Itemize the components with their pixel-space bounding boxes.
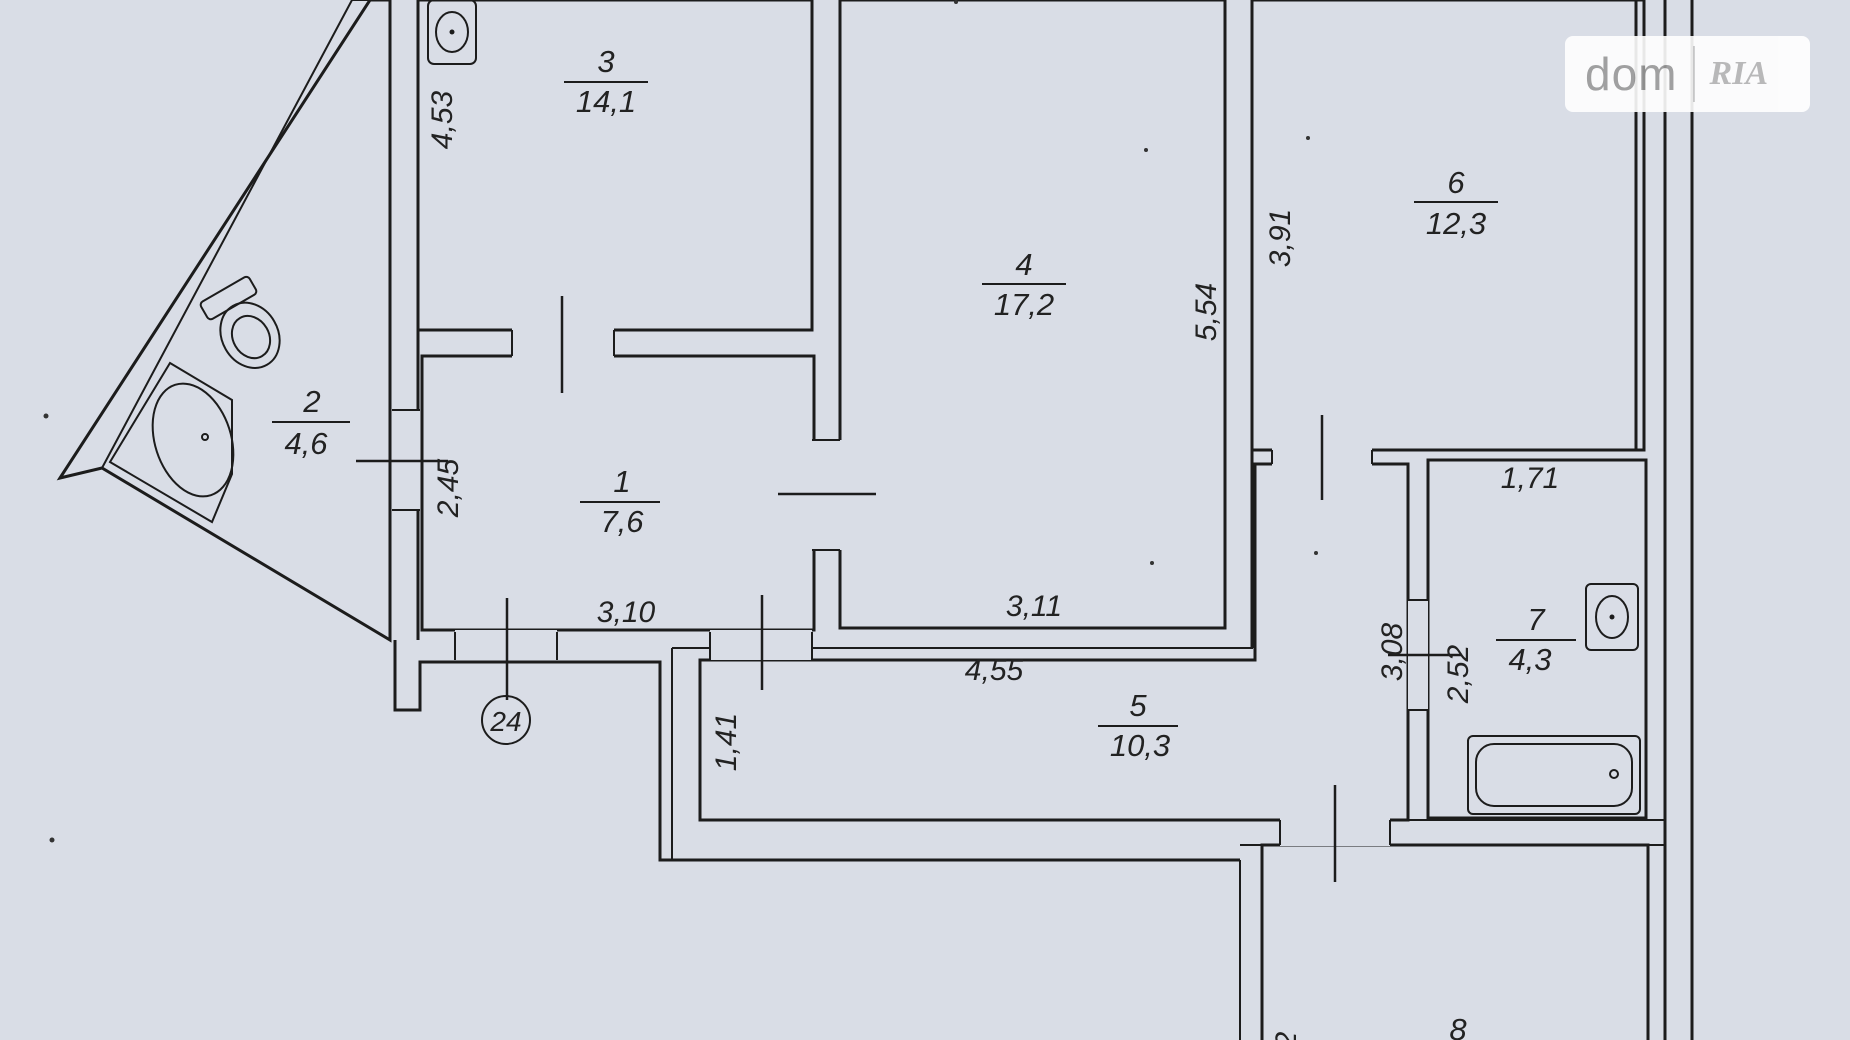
room-5-outer xyxy=(671,450,1253,860)
dim-room1-height: 2,45 xyxy=(432,458,465,518)
room-3-area: 14,1 xyxy=(576,84,636,119)
room-6-number: 6 xyxy=(1447,165,1465,200)
wall-left-column xyxy=(388,0,420,640)
room-3-label: 3 14,1 xyxy=(564,44,648,119)
room-labels: 3 14,1 4 17,2 6 12,3 2 4,6 1 7,6 7 4,3 xyxy=(272,44,1576,1040)
dim-room1-width: 3,10 xyxy=(597,596,656,629)
room-1-number: 1 xyxy=(613,464,630,499)
dim-room4-width: 3,11 xyxy=(1006,590,1062,623)
corner-bathtub-icon xyxy=(108,361,235,524)
bathtub-icon xyxy=(1467,735,1641,815)
watermark: dom RIA xyxy=(1565,36,1810,112)
room-4-inner-walls xyxy=(810,0,1254,648)
apartment-marker: 24 xyxy=(481,695,531,745)
room-2-label: 2 4,6 xyxy=(272,384,350,461)
dim-room6-height: 3,91 xyxy=(1264,209,1297,267)
room-1-area: 7,6 xyxy=(600,504,644,539)
room-5-area: 10,3 xyxy=(1110,728,1170,763)
watermark-text: dom xyxy=(1585,48,1678,100)
room-4-area: 17,2 xyxy=(994,287,1054,322)
room-2-outline xyxy=(56,0,392,643)
dim-room5-height-right: 3,08 xyxy=(1376,622,1409,681)
room-8-number: 8 xyxy=(1449,1012,1467,1040)
toilet-icon xyxy=(199,275,281,369)
room-7-area: 4,3 xyxy=(1508,642,1551,677)
dim-room7-width: 1,71 xyxy=(1501,462,1559,495)
apartment-number: 24 xyxy=(489,706,521,737)
dim-room7-height: 2,52 xyxy=(1442,644,1475,704)
ria-logo-icon: RIA xyxy=(1709,55,1769,92)
room-3-outline xyxy=(416,0,814,332)
dim-room8-partial: 2 xyxy=(1270,1031,1303,1040)
dim-room4-height: 5,54 xyxy=(1190,283,1223,341)
watermark-divider xyxy=(1693,46,1696,102)
room-4-label: 4 17,2 xyxy=(982,247,1066,322)
fixtures xyxy=(108,0,1641,815)
walls xyxy=(56,0,1694,1040)
door-marks xyxy=(356,296,1462,882)
dimensions: 4,53 2,45 3,10 3,11 5,54 3,91 1,71 2,52 … xyxy=(426,90,1559,1040)
room-2-area: 4,6 xyxy=(284,426,328,461)
room-6-label: 6 12,3 xyxy=(1414,165,1498,241)
dim-room5-width: 4,55 xyxy=(965,654,1024,687)
room-1-label: 1 7,6 xyxy=(580,464,660,539)
dim-room3-height: 4,53 xyxy=(426,90,459,149)
room-5-outline xyxy=(698,462,1410,822)
room-6-area: 12,3 xyxy=(1426,206,1486,241)
room-5-label: 5 10,3 xyxy=(1098,688,1178,763)
dim-room5-height-left: 1,41 xyxy=(710,713,743,771)
room-8-outline xyxy=(1260,843,1650,1040)
wall-stub xyxy=(393,640,1240,862)
sink-icon xyxy=(427,0,477,65)
room-7-number: 7 xyxy=(1527,602,1546,637)
room-3-number: 3 xyxy=(597,44,614,79)
room-2-inner xyxy=(100,0,391,642)
room-7-label: 7 4,3 xyxy=(1496,602,1576,677)
room-5-number: 5 xyxy=(1129,688,1147,723)
room-8-label: 8 xyxy=(1449,1012,1467,1040)
room-6-outline xyxy=(1250,0,1646,452)
paper-specks xyxy=(43,0,1318,843)
door-openings xyxy=(392,328,1428,846)
room-2-number: 2 xyxy=(302,384,320,419)
room-4-number: 4 xyxy=(1015,247,1032,282)
sink-icon xyxy=(1585,583,1639,651)
